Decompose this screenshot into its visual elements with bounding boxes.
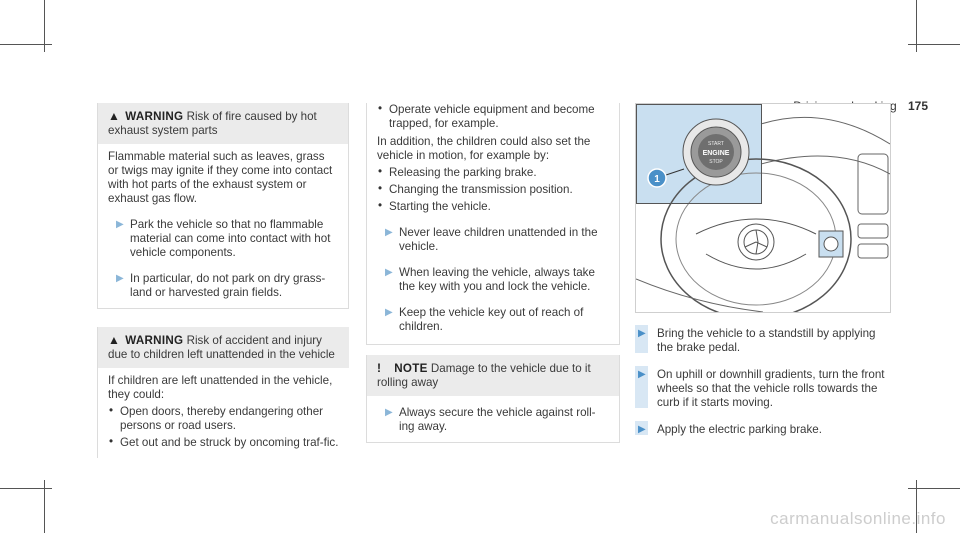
note-headline: Damage to the vehicle due to it rolling … (377, 362, 591, 389)
arrow-icon: ▶ (638, 328, 646, 339)
crop-mark (44, 0, 45, 52)
warning-triangle-icon: ▲ (108, 109, 120, 123)
crop-mark (0, 488, 52, 489)
crop-mark (44, 480, 45, 533)
button-text-stop: STOP (709, 159, 723, 165)
crop-mark (916, 480, 917, 533)
watermark: carmanualsonline.info (770, 509, 946, 528)
note-body: ▶Always secure the vehicle against roll-… (367, 396, 619, 442)
warning-box-children: ▲ WARNING Risk of accident and injury du… (97, 327, 349, 458)
warning-triangle-icon: ▲ (108, 333, 120, 347)
instruction-step: ▶Park the vehicle so that no flammable m… (116, 218, 331, 259)
arrow-icon: ▶ (385, 307, 393, 318)
warning-body: Flammable material such as leaves, grass… (98, 144, 348, 308)
note-header: ! NOTE Damage to the vehicle due to it r… (367, 355, 619, 396)
crop-mark (908, 44, 960, 45)
callout-number: 1 (654, 174, 660, 185)
paragraph: In addition, the children could also set… (377, 135, 591, 162)
callout-marker (647, 168, 667, 188)
list-item: •Releasing the parking brake. (378, 165, 537, 179)
instruction-step: ▶Bring the vehicle to a standstill by ap… (635, 325, 889, 355)
arrow-icon: ▶ (385, 407, 393, 418)
instruction-step: ▶In particular, do not park on dry grass… (116, 272, 326, 299)
column-3: START ENGINE STOP 1 ▶Bring the vehicle t… (635, 103, 891, 437)
warning-box-fire: ▲ WARNING Risk of fire caused by hot exh… (97, 103, 349, 309)
steering-wheel-illustration: START ENGINE STOP 1 (636, 104, 890, 312)
note-icon: ! (377, 361, 381, 375)
warning-headline: Risk of fire caused by hot exhaust syste… (108, 110, 317, 137)
instruction-step: ▶When leaving the vehicle, always take t… (385, 266, 595, 293)
crop-mark (0, 44, 52, 45)
arrow-icon: ▶ (638, 369, 646, 380)
button-text-engine: ENGINE (703, 150, 730, 157)
warning-header: ▲ WARNING Risk of accident and injury du… (98, 327, 349, 368)
warning-title: WARNING (125, 110, 184, 123)
button-text-start: START (708, 141, 724, 147)
list-item: •Operate vehicle equipment and become tr… (378, 102, 595, 130)
arrow-icon: ▶ (385, 267, 393, 278)
warning-continuation: •Operate vehicle equipment and become tr… (366, 102, 620, 345)
crop-mark (916, 0, 917, 52)
arrow-icon: ▶ (385, 227, 393, 238)
instruction-step: ▶On uphill or downhill gradients, turn t… (635, 366, 889, 410)
column-1: ▲ WARNING Risk of fire caused by hot exh… (97, 103, 349, 458)
list-item: •Get out and be struck by oncoming traf-… (109, 435, 339, 449)
note-box: ! NOTE Damage to the vehicle due to it r… (366, 355, 620, 443)
list-item: •Open doors, thereby endangering other p… (109, 404, 324, 432)
warning-headline: Risk of accident and injury due to child… (108, 334, 335, 361)
instruction-step: ▶Always secure the vehicle against roll-… (385, 406, 596, 433)
column-2: •Operate vehicle equipment and become tr… (366, 102, 620, 443)
instruction-step: ▶Apply the electric parking brake. (635, 421, 889, 437)
list-item: •Starting the vehicle. (378, 199, 491, 213)
warning-title: WARNING (125, 334, 184, 347)
crop-mark (908, 488, 960, 489)
list-item: •Changing the transmission position. (378, 182, 573, 196)
warning-body: If children are left unattended in the v… (98, 368, 349, 458)
note-title: NOTE (394, 362, 428, 375)
arrow-icon: ▶ (638, 424, 646, 435)
warning-header: ▲ WARNING Risk of fire caused by hot exh… (98, 103, 348, 144)
dashboard-figure: START ENGINE STOP 1 (635, 103, 891, 313)
instruction-step: ▶Keep the vehicle key out of reach of ch… (385, 306, 584, 333)
instruction-step: ▶Never leave children unattended in the … (385, 226, 598, 253)
warning-text: Flammable material such as leaves, grass… (108, 150, 333, 205)
warning-text: If children are left unattended in the v… (108, 374, 333, 401)
arrow-icon: ▶ (116, 219, 124, 230)
arrow-icon: ▶ (116, 273, 124, 284)
page-number: 175 (907, 99, 928, 113)
